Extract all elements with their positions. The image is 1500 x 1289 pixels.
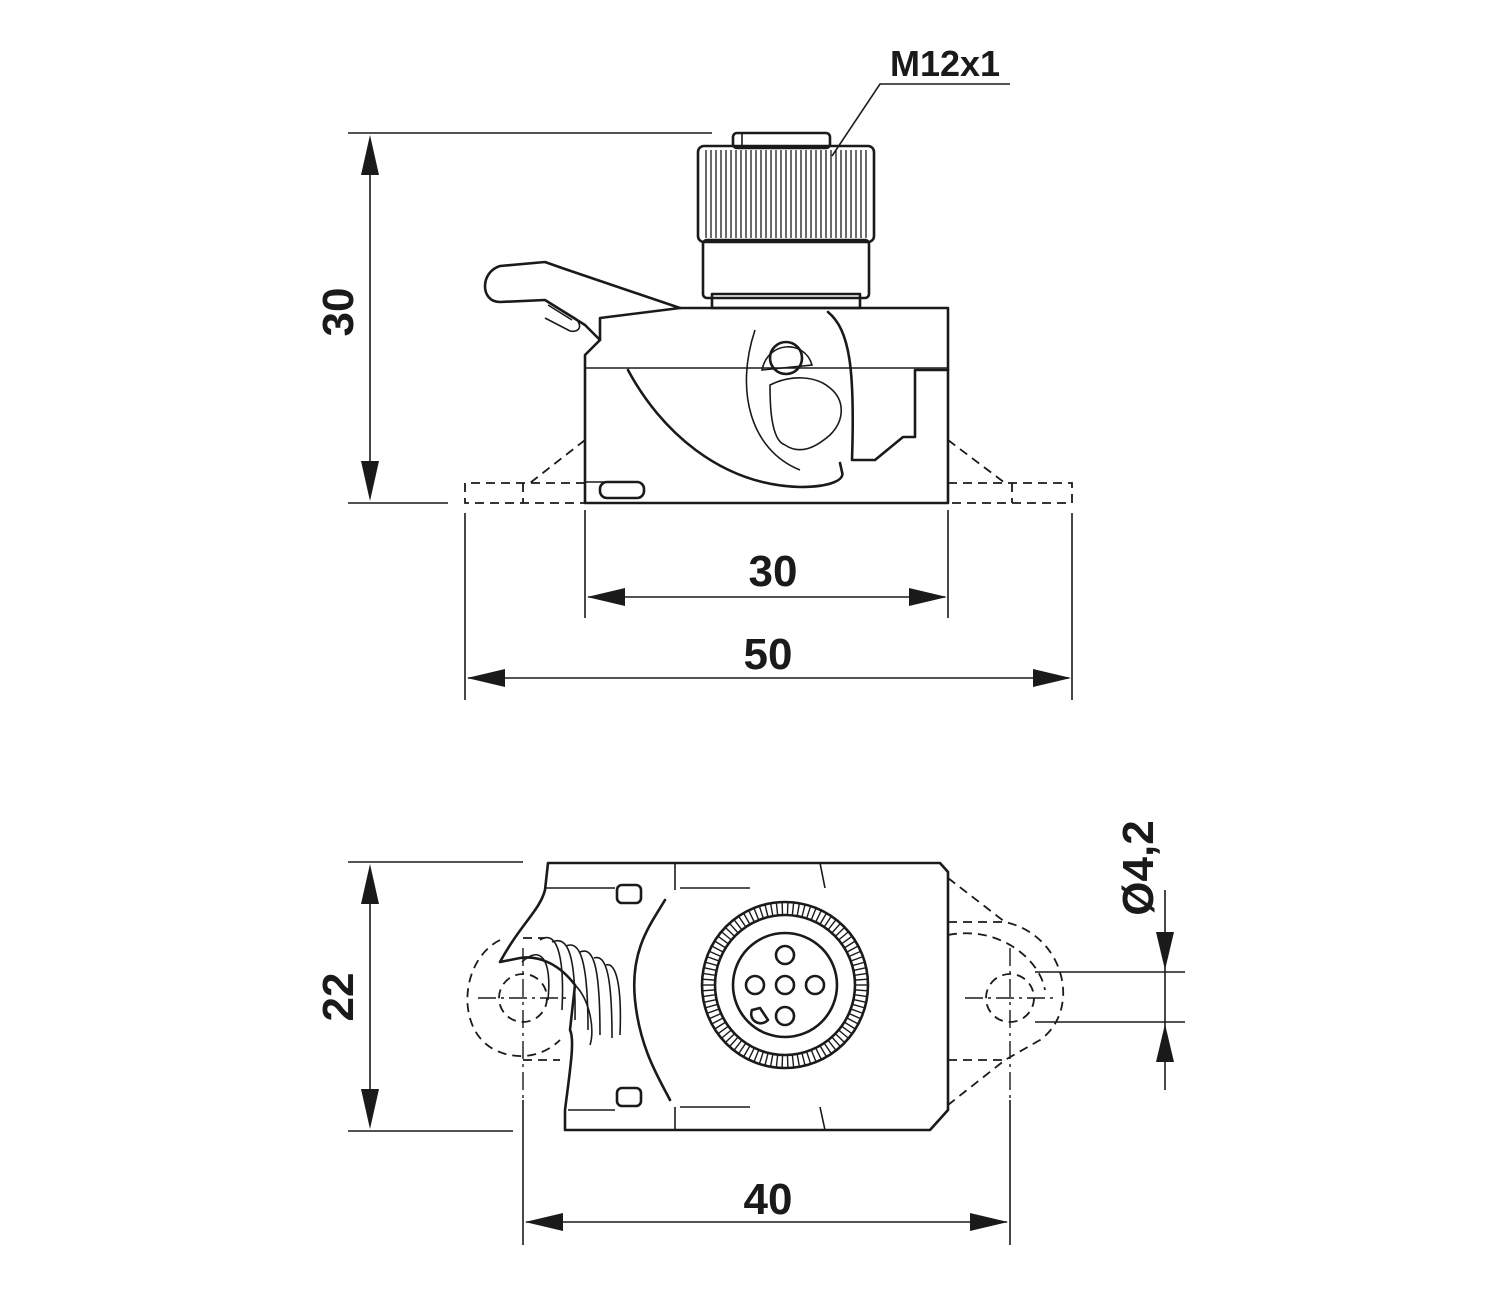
knurl-ring xyxy=(702,902,868,1068)
knurled-nut xyxy=(696,144,876,244)
base-slot xyxy=(598,480,646,500)
hole-pitch-dim-label: 40 xyxy=(744,1175,793,1224)
top-view: 22 40 Ø4,2 xyxy=(314,820,1185,1245)
overall-width-dim-label: 50 xyxy=(744,630,793,679)
height-dim-label: 30 xyxy=(314,288,363,337)
connector-pins xyxy=(744,944,826,1027)
connector-insert xyxy=(731,931,839,1039)
cam-cutout xyxy=(626,368,844,489)
side-view: 30 30 50 M12x1 xyxy=(314,43,1073,700)
housing-top-outline xyxy=(498,861,950,1132)
base-width-dim-label: 30 xyxy=(749,547,798,596)
housing-body xyxy=(583,306,950,505)
hole-diameter-dim-label: Ø4,2 xyxy=(1114,820,1163,915)
grip-ridges xyxy=(521,936,622,1039)
connector-outer-ring xyxy=(700,900,870,1070)
slot-top xyxy=(615,883,643,905)
connector-neck xyxy=(701,238,871,300)
thread-leader xyxy=(831,83,1010,157)
slot-bottom xyxy=(615,1086,643,1108)
flange-left-hidden-top xyxy=(466,939,561,1057)
latch-lever xyxy=(483,260,682,342)
flange-left-hidden xyxy=(464,439,586,504)
flange-right-hidden-top xyxy=(947,877,1065,1106)
knurl-lines xyxy=(705,150,867,238)
width-dim-label: 22 xyxy=(314,973,363,1022)
thread-label: M12x1 xyxy=(890,43,1000,84)
flange-right-hidden xyxy=(947,439,1073,504)
